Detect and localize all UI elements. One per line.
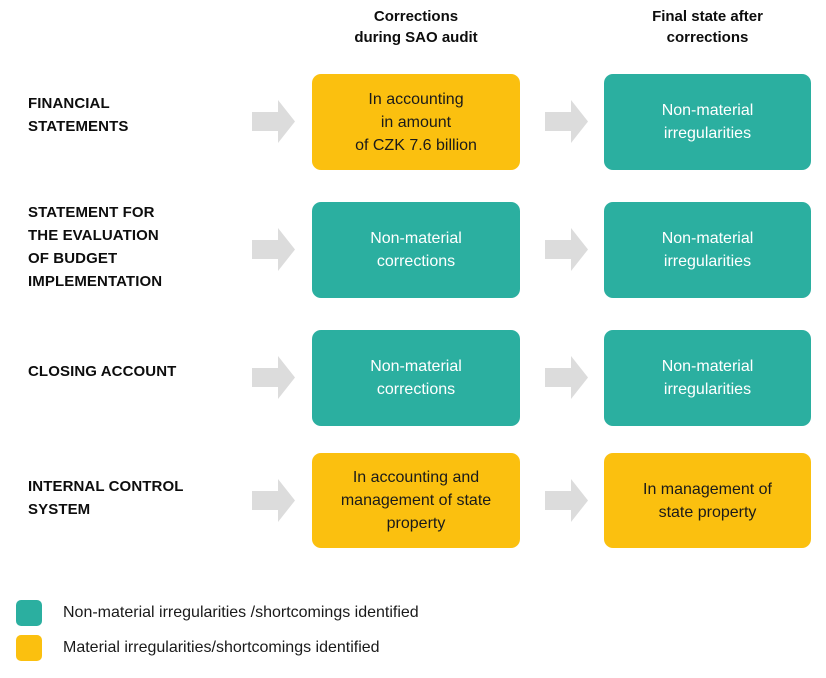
legend-item-material: Material irregularities/shortcomings ide…: [16, 635, 380, 661]
cell-final-state-internal-control-system: In management of state property: [604, 453, 811, 548]
cell-final-state-statement-budget-implementation: Non-material irregularities: [604, 202, 811, 298]
yellow-square-icon: [16, 635, 42, 661]
right-block-arrow-icon: [250, 354, 297, 401]
cell-final-state-closing-account: Non-material irregularities: [604, 330, 811, 426]
matrix-row-internal-control-system: INTERNAL CONTROL SYSTEM In accounting an…: [0, 453, 826, 548]
row-label-statement-budget-implementation: STATEMENT FOR THE EVALUATION OF BUDGET I…: [28, 204, 163, 290]
matrix-row-financial-statements: FINANCIAL STATEMENTS In accounting in am…: [0, 74, 826, 170]
row-label-financial-statements: FINANCIAL STATEMENTS: [28, 95, 129, 135]
right-block-arrow-icon: [250, 226, 297, 273]
matrix-row-statement-budget-implementation: STATEMENT FOR THE EVALUATION OF BUDGET I…: [0, 202, 826, 298]
legend-item-non-material: Non-material irregularities /shortcoming…: [16, 600, 419, 626]
teal-square-icon: [16, 600, 42, 626]
row-label-closing-account: CLOSING ACCOUNT: [28, 363, 177, 380]
right-block-arrow-icon: [543, 477, 590, 524]
right-block-arrow-icon: [250, 98, 297, 145]
cell-corrections-financial-statements: In accounting in amount of CZK 7.6 billi…: [312, 74, 520, 170]
row-label-internal-control-system: INTERNAL CONTROL SYSTEM: [28, 478, 184, 518]
right-block-arrow-icon: [250, 477, 297, 524]
column-header-final-state: Final state after corrections: [652, 8, 763, 46]
legend-label-non-material: Non-material irregularities /shortcoming…: [63, 604, 419, 621]
cell-corrections-closing-account: Non-material corrections: [312, 330, 520, 426]
right-block-arrow-icon: [543, 354, 590, 401]
legend-label-material: Material irregularities/shortcomings ide…: [63, 639, 380, 656]
cell-corrections-statement-budget-implementation: Non-material corrections: [312, 202, 520, 298]
right-block-arrow-icon: [543, 226, 590, 273]
matrix-row-closing-account: CLOSING ACCOUNT Non-material corrections…: [0, 330, 826, 426]
cell-final-state-financial-statements: Non-material irregularities: [604, 74, 811, 170]
cell-corrections-internal-control-system: In accounting and management of state pr…: [312, 453, 520, 548]
column-header-corrections: Corrections during SAO audit: [354, 8, 478, 46]
right-block-arrow-icon: [543, 98, 590, 145]
